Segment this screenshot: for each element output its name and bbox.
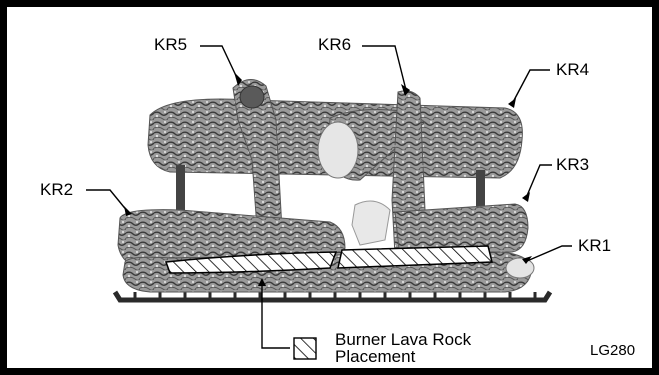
label-kr5: KR5 (154, 36, 187, 53)
label-kr3: KR3 (556, 156, 589, 173)
label-kr1: KR1 (578, 237, 611, 254)
leader-kr5 (200, 46, 238, 80)
legend-line-1: Burner Lava Rock (335, 331, 471, 348)
label-kr6: KR6 (318, 36, 351, 53)
legend-hatch-swatch (294, 338, 316, 359)
leader-kr6 (362, 46, 406, 90)
leader-kr3 (526, 165, 552, 198)
label-kr2: KR2 (40, 181, 73, 198)
figure-code: LG280 (590, 343, 635, 358)
leader-kr4 (512, 70, 550, 104)
legend-label: Burner Lava Rock Placement (335, 331, 471, 365)
leader-kr1 (527, 246, 572, 261)
legend-line-2: Placement (335, 348, 471, 365)
grate (115, 292, 550, 300)
leader-kr2 (86, 190, 128, 212)
label-kr4: KR4 (556, 61, 589, 78)
